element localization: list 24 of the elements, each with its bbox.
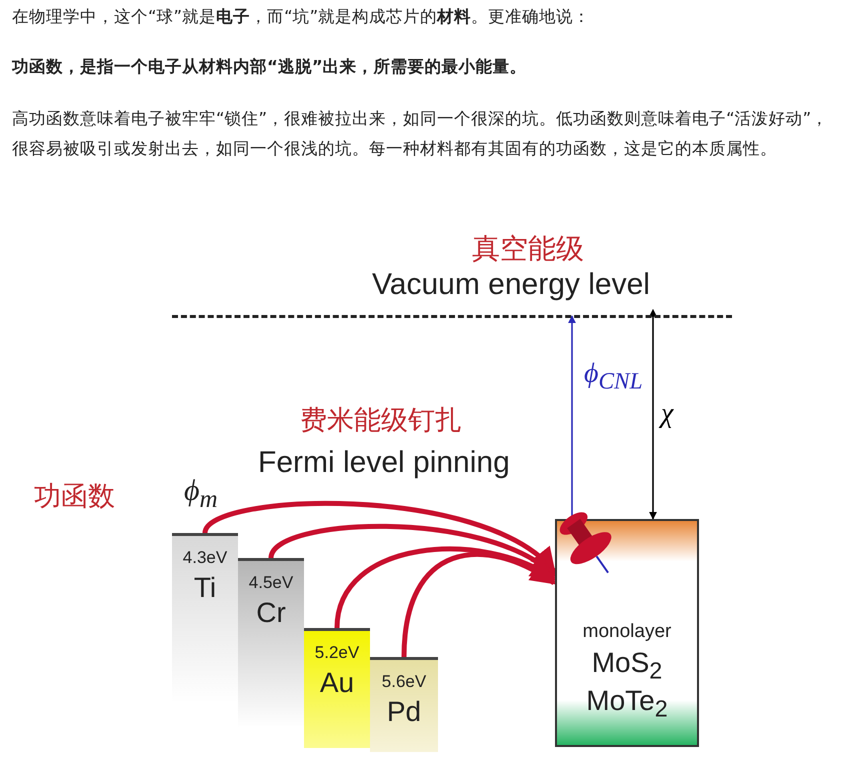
node-text: 4.5eV: [248, 573, 294, 593]
node-text: 4.3eV: [182, 548, 228, 568]
level-label: Vacuum energy level: [372, 268, 650, 302]
paragraph: 高功函数意味着电子被牢牢“锁住”，很难被拉出来，如同一个很深的坑。低功函数则意味着电子“活泼好动”，很容易被吸引或发射出去，如同一个很浅的坑。每一种材料都有其固有的功函数，这是它的本质属性。: [12, 108, 830, 160]
node-text: Au: [318, 667, 356, 699]
paragraph: 功函数，是指一个电子从材料内部“逃脱”出来，所需要的最小能量。: [12, 56, 528, 78]
paragraph: 在物理学中，这个“球”就是电子，而“坑”就是构成芯片的材料。更准确地说：: [12, 6, 592, 28]
node-text: Ti: [192, 572, 218, 604]
node-text: 5.6eV: [380, 672, 428, 692]
node-text: MoS$_{2}$: [590, 647, 664, 685]
arrow: [268, 524, 556, 577]
arrow: [649, 308, 657, 520]
metal-bar: [370, 657, 438, 752]
arrow: [402, 552, 556, 658]
arrow: [334, 546, 556, 628]
node-text: Cr: [255, 597, 287, 629]
metal-bar: [304, 628, 370, 748]
material-box: [555, 519, 699, 747]
node-text: monolayer: [582, 621, 672, 643]
node-text: MoTe$_{2}$: [585, 685, 669, 723]
node-text: 5.2eV: [314, 643, 360, 663]
node-text: Pd: [386, 696, 422, 728]
arrow: [202, 501, 556, 573]
level-label: 真空能级: [472, 232, 584, 266]
